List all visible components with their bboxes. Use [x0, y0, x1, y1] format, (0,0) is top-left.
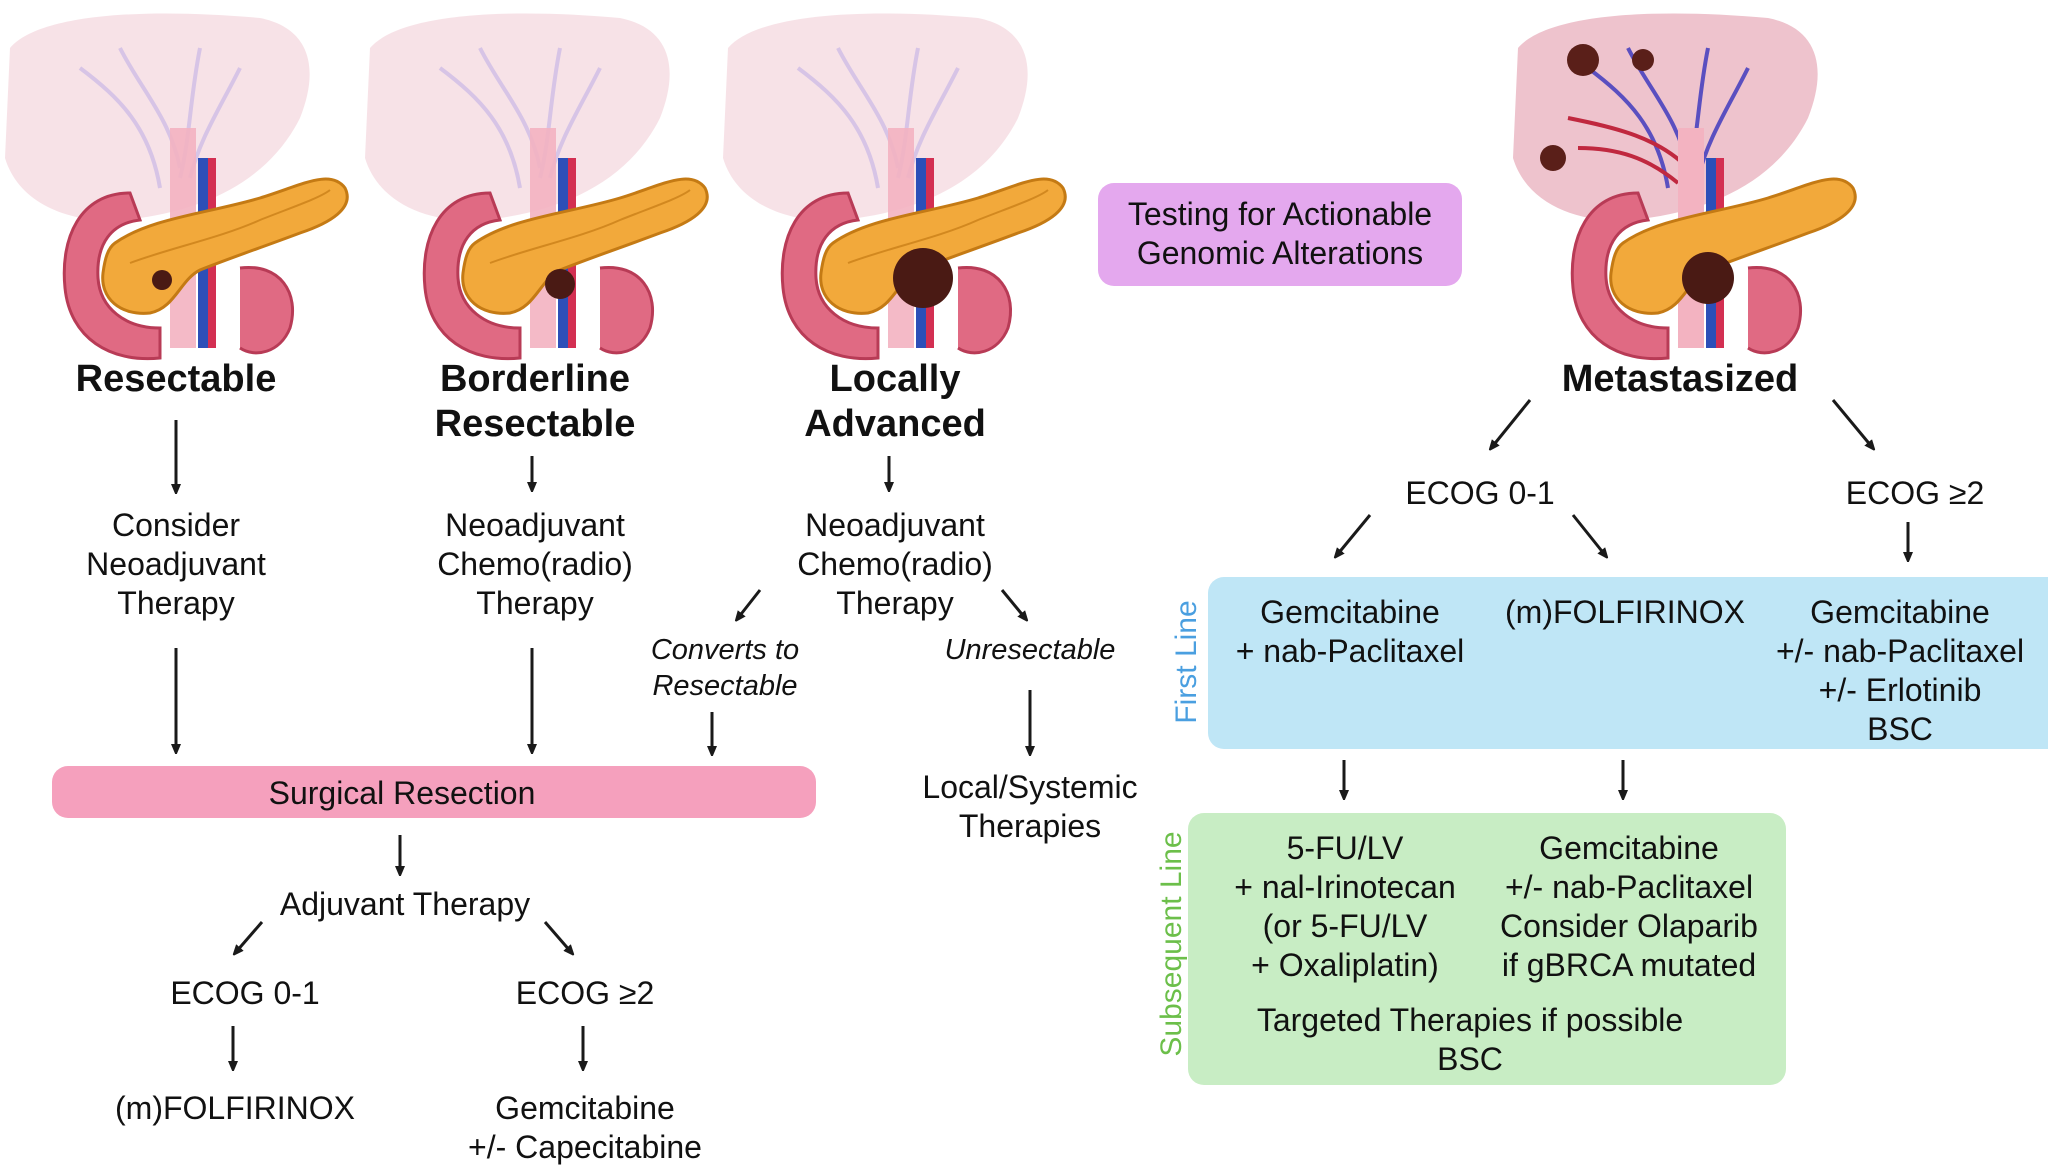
liver-metastasis — [1540, 145, 1566, 171]
sl-b-line2: +/- nab-Paclitaxel — [1504, 869, 1754, 905]
adjuvant-ecog01: ECOG 0-1 — [170, 975, 320, 1011]
liver-metastasis — [1632, 49, 1654, 71]
adjuvant-gem-line2: +/- Capecitabine — [468, 1129, 702, 1165]
testing-line2: Genomic Alterations — [1136, 235, 1424, 271]
subsequent-line-label: Subsequent Line — [1155, 831, 1188, 1057]
surgical-resection-label: Surgical Resection — [268, 775, 536, 811]
tumor-mass — [1682, 252, 1734, 304]
surgical-resection-box — [52, 766, 816, 818]
converts-line1: Converts to — [650, 634, 800, 666]
resectable-step-1: Consider — [111, 507, 241, 543]
sl-c-line1: Targeted Therapies if possible — [1256, 1002, 1684, 1038]
arrow-icon — [1337, 514, 1372, 555]
metastatic-ecog2: ECOG ≥2 — [1845, 475, 1985, 511]
liver-metastasis — [1567, 44, 1599, 76]
borderline-step-3: Therapy — [476, 585, 594, 621]
sl-b-line1: Gemcitabine — [1539, 830, 1719, 866]
sl-a-line3: (or 5-FU/LV — [1262, 908, 1428, 944]
locally-step-3: Therapy — [836, 585, 954, 621]
borderline-illustration — [363, 11, 710, 361]
locally-step-1: Neoadjuvant — [805, 507, 985, 543]
resectable-step-3: Therapy — [117, 585, 235, 621]
sl-c-line2: BSC — [1437, 1041, 1503, 1077]
stage-metastasized: Metastasized — [1561, 358, 1799, 400]
arrow-icon — [236, 921, 264, 952]
converts-line2: Resectable — [652, 670, 798, 702]
locally-advanced-illustration — [721, 11, 1068, 361]
arrow-icon — [1492, 399, 1532, 447]
fl-gem-line2: + nab-Paclitaxel — [1235, 633, 1465, 669]
arrow-icon — [543, 921, 571, 952]
metastatic-ecog01: ECOG 0-1 — [1405, 475, 1555, 511]
sl-a-line1: 5-FU/LV — [1286, 830, 1404, 866]
adjuvant-folfirinox: (m)FOLFIRINOX — [115, 1090, 355, 1126]
local-systemic-line2: Therapies — [958, 808, 1102, 844]
first-line-label: First Line — [1170, 600, 1203, 724]
tumor-mass — [152, 270, 172, 290]
testing-line1: Testing for Actionable — [1127, 196, 1433, 232]
adjuvant-ecog2: ECOG ≥2 — [515, 975, 655, 1011]
stage-locally-line2: Advanced — [804, 403, 986, 445]
adjuvant-gem-line1: Gemcitabine — [495, 1090, 675, 1126]
locally-step-2: Chemo(radio) — [797, 546, 993, 582]
sl-b-line4: if gBRCA mutated — [1501, 947, 1757, 983]
testing-box — [1098, 183, 1462, 286]
metastasized-illustration — [1513, 13, 1857, 361]
resectable-illustration — [3, 11, 350, 361]
fl-ecog2-line1: Gemcitabine — [1810, 594, 1990, 630]
arrow-icon — [1571, 514, 1605, 555]
fl-ecog2-line4: BSC — [1867, 711, 1933, 747]
sl-a-line4: + Oxaliplatin) — [1251, 947, 1439, 983]
fl-ecog2-line3: +/- Erlotinib — [1818, 672, 1982, 708]
tumor-mass — [545, 269, 575, 299]
borderline-step-1: Neoadjuvant — [445, 507, 625, 543]
resectable-step-2: Neoadjuvant — [86, 546, 266, 582]
arrow-icon — [1831, 399, 1872, 447]
fl-ecog2-line2: +/- nab-Paclitaxel — [1775, 633, 2025, 669]
fl-folfirinox: (m)FOLFIRINOX — [1505, 594, 1745, 630]
first-line-box — [1208, 577, 2048, 749]
arrow-icon — [738, 589, 762, 618]
stage-borderline-line2: Resectable — [434, 403, 636, 445]
stage-resectable: Resectable — [75, 358, 277, 400]
borderline-step-2: Chemo(radio) — [437, 546, 633, 582]
stage-borderline-line1: Borderline — [439, 358, 631, 400]
arrow-icon — [1000, 589, 1025, 618]
sl-a-line2: + nal-Irinotecan — [1234, 869, 1456, 905]
adjuvant-title: Adjuvant Therapy — [279, 886, 531, 922]
tumor-mass — [893, 248, 953, 308]
stage-locally-line1: Locally — [829, 358, 961, 400]
unresectable-label: Unresectable — [944, 634, 1116, 666]
fl-gem-line1: Gemcitabine — [1260, 594, 1440, 630]
sl-b-line3: Consider Olaparib — [1500, 908, 1758, 944]
local-systemic-line1: Local/Systemic — [922, 769, 1138, 805]
subsequent-line-box — [1188, 813, 1786, 1085]
